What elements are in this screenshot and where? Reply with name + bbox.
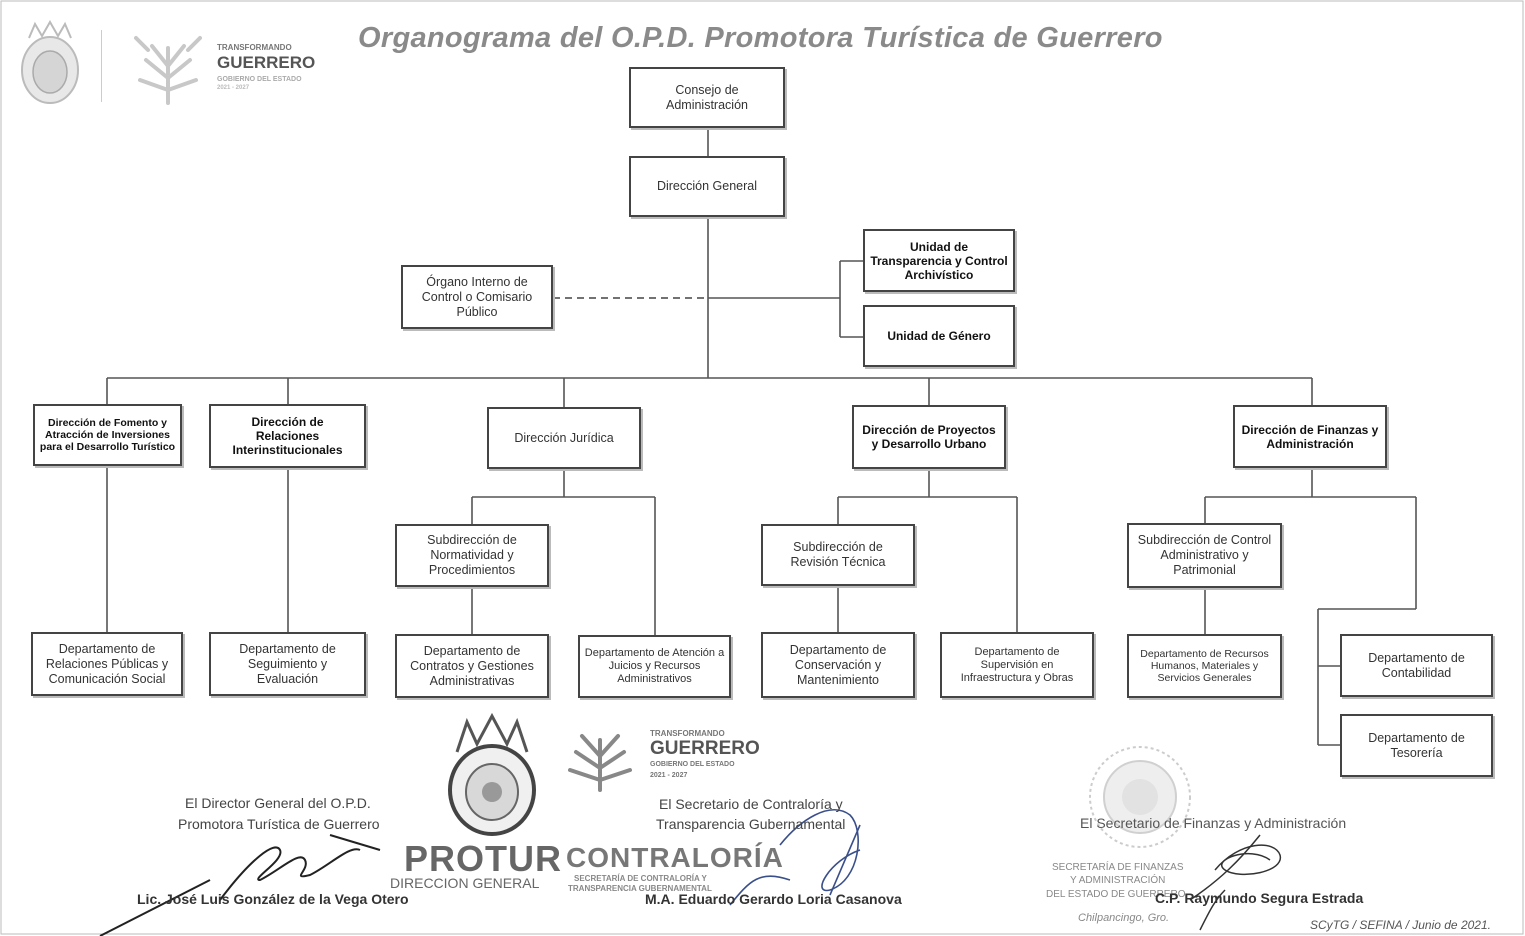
node-dep-relaciones-publicas: Departamento de Relaciones Públicas y Co…: [31, 632, 183, 696]
header-logo-line1: TRANSFORMANDO: [217, 43, 292, 52]
node-unidad-transparencia: Unidad de Transparencia y Control Archiv…: [863, 229, 1015, 292]
node-dir-proyectos: Dirección de Proyectos y Desarrollo Urba…: [852, 405, 1006, 469]
node-dir-fomento: Dirección de Fomento y Atracción de Inve…: [33, 404, 182, 466]
node-dep-contratos: Departamento de Contratos y Gestiones Ad…: [395, 634, 549, 698]
stamp-transformando: TRANSFORMANDO: [650, 729, 725, 738]
stamp-gobierno: GOBIERNO DEL ESTADO: [650, 761, 735, 768]
node-sub-normatividad: Subdirección de Normatividad y Procedimi…: [395, 524, 549, 587]
finanzas-title: El Secretario de Finanzas y Administraci…: [1080, 815, 1347, 831]
director-title-1: El Director General del O.P.D.: [185, 795, 371, 811]
director-name: Lic. José Luis González de la Vega Otero: [137, 891, 409, 907]
stamp-contraloria-sub-1: SECRETARÍA DE CONTRALORÍA Y: [574, 874, 707, 883]
stamp-sefina-3: DEL ESTADO DE GUERRERO: [1046, 889, 1186, 900]
stamp-sefina-2: Y ADMINISTRACIÓN: [1070, 875, 1166, 886]
contraloria-title-2: Transparencia Gubernamental: [656, 816, 846, 832]
node-dep-tesoreria: Departamento de Tesorería: [1340, 714, 1493, 777]
footer-reference: SCyTG / SEFINA / Junio de 2021.: [1310, 918, 1491, 932]
stamp-guerrero: GUERRERO: [650, 738, 760, 759]
node-dir-relaciones: Dirección de Relaciones Interinstitucion…: [209, 404, 366, 468]
stamp-years: 2021 - 2027: [650, 772, 688, 779]
node-sub-control: Subdirección de Control Administrativo y…: [1127, 523, 1282, 588]
node-dep-juicios: Departamento de Atención a Juicios y Rec…: [578, 635, 731, 698]
stamp-contraloria: CONTRALORÍA: [566, 842, 784, 873]
state-seal-icon: [21, 20, 79, 104]
node-consejo: Consejo de Administración: [629, 67, 785, 128]
contraloria-name: M.A. Eduardo Gerardo Loria Casanova: [645, 891, 902, 907]
header-logo-line4: 2021 - 2027: [217, 85, 250, 91]
contraloria-tree-icon: [568, 734, 632, 792]
node-organo-interno: Órgano Interno de Control o Comisario Pú…: [401, 265, 553, 329]
stamp-contraloria-sub-2: TRANSPARENCIA GUBERNAMENTAL: [568, 884, 712, 893]
node-sub-revision: Subdirección de Revisión Técnica: [761, 524, 915, 586]
stamp-protur: PROTUR: [404, 838, 562, 879]
header-logo-line2: GUERRERO: [217, 53, 316, 72]
finanzas-name: C.P. Raymundo Segura Estrada: [1155, 890, 1364, 906]
protur-seal-icon: [448, 712, 536, 836]
contraloria-title-1: El Secretario de Contraloría y: [659, 796, 843, 812]
node-dep-supervision: Departamento de Supervisión en Infraestr…: [940, 632, 1094, 698]
page-title: Organograma del O.P.D. Promotora Turísti…: [358, 22, 1163, 54]
stamp-protur-sub: DIRECCION GENERAL: [390, 875, 540, 891]
sefina-seal-icon: [1089, 746, 1191, 848]
tree-logo-icon: [134, 36, 202, 105]
stamp-sefina-4: Chilpancingo, Gro.: [1078, 912, 1170, 924]
header-divider: [101, 30, 102, 102]
node-direccion-general: Dirección General: [629, 156, 785, 217]
node-dir-juridica: Dirección Jurídica: [487, 407, 641, 469]
node-dep-recursos: Departamento de Recursos Humanos, Materi…: [1127, 634, 1282, 698]
node-dep-seguimiento: Departamento de Seguimiento y Evaluación: [209, 632, 366, 696]
header-logo-line3: GOBIERNO DEL ESTADO: [217, 76, 302, 83]
node-dep-contabilidad: Departamento de Contabilidad: [1340, 634, 1493, 697]
director-title-2: Promotora Turística de Guerrero: [178, 816, 380, 832]
stamp-sefina-1: SECRETARÍA DE FINANZAS: [1052, 862, 1184, 873]
node-dir-finanzas: Dirección de Finanzas y Administración: [1233, 405, 1387, 468]
node-dep-conservacion: Departamento de Conservación y Mantenimi…: [761, 632, 915, 698]
node-unidad-genero: Unidad de Género: [863, 305, 1015, 367]
